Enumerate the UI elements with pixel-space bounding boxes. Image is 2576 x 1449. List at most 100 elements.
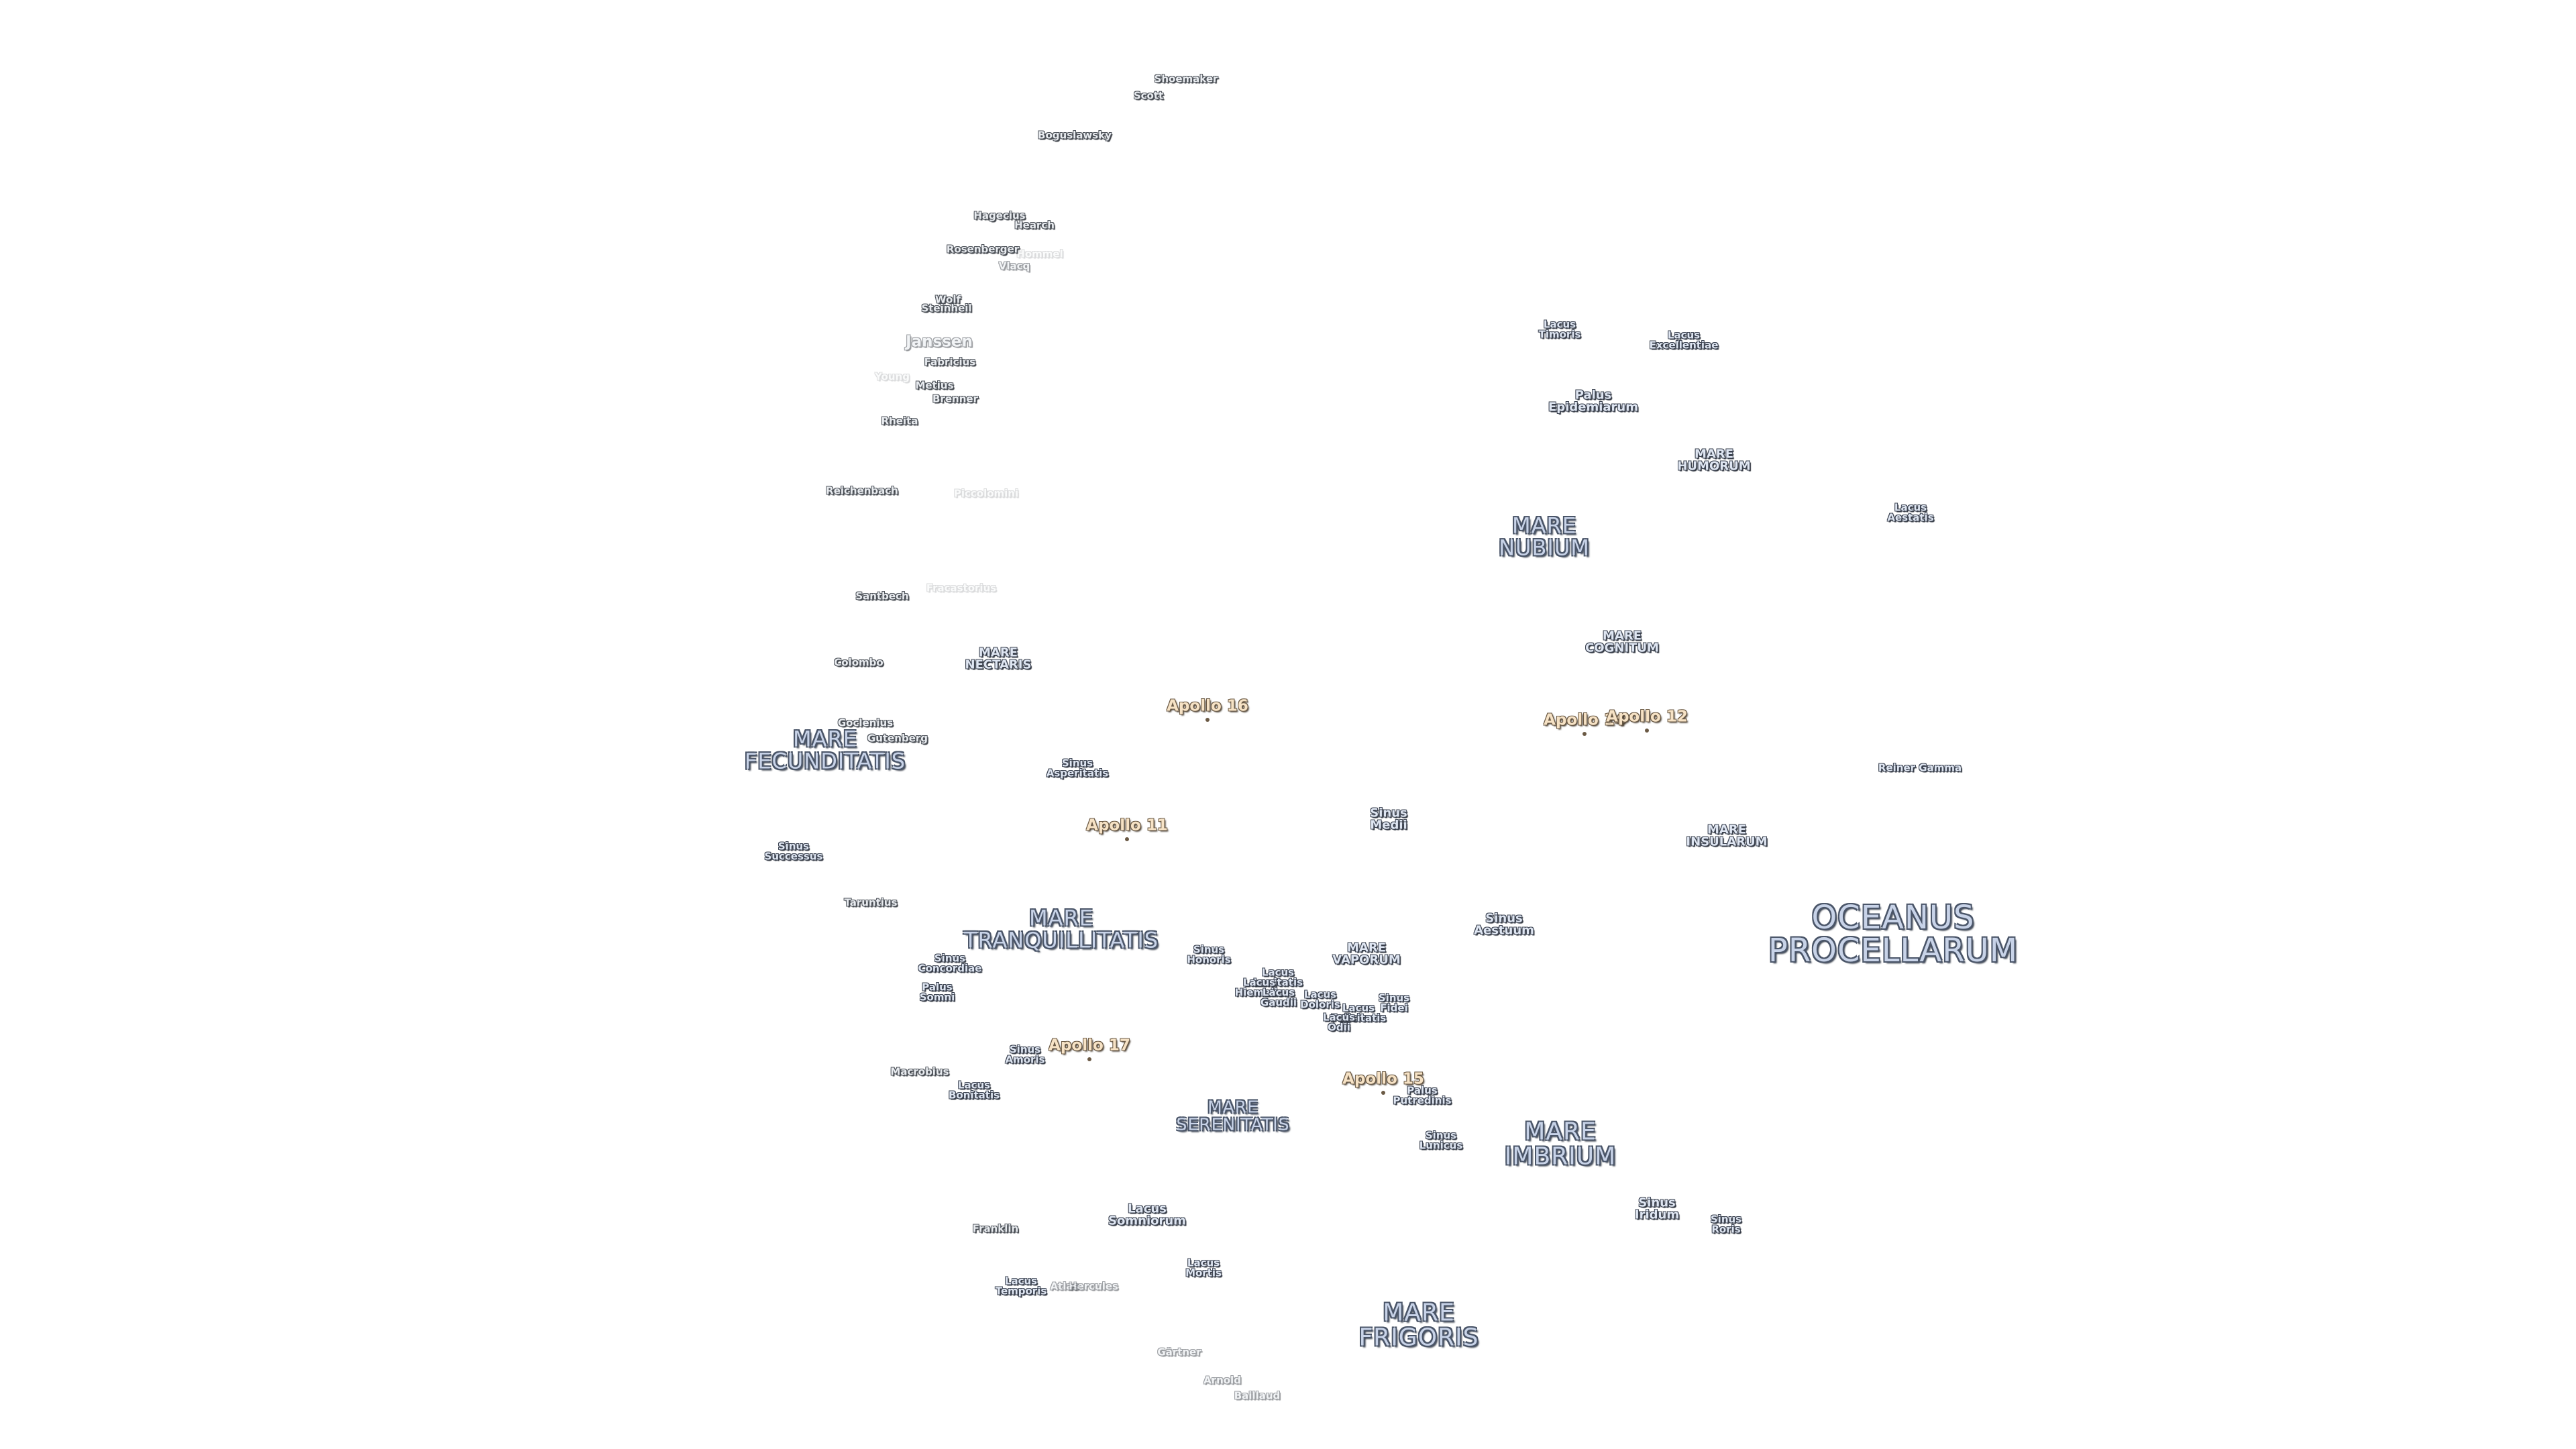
map-label-line: Lacus [1242, 976, 1276, 989]
map-label-reichenbach: Reichenbach [826, 486, 898, 496]
map-label-line: Scott [1133, 89, 1164, 102]
map-label-rheita: Rheita [881, 415, 918, 427]
map-label-line: MARE [1602, 629, 1642, 643]
map-label-line: IMBRIUM [1504, 1142, 1617, 1170]
map-label-line: Wolf [935, 293, 961, 306]
map-label-line: Epidemiarum [1548, 400, 1638, 415]
map-label-line: VAPORUM [1332, 953, 1401, 967]
map-label-line: Sinus [1638, 1195, 1676, 1210]
map-label-line: Rheita [881, 415, 918, 427]
map-label-line: Metius [915, 379, 954, 392]
map-label-line: Macrobius [890, 1065, 949, 1078]
map-label-line: MARE [1694, 447, 1733, 462]
map-label-fracastorius: Fracastorius [926, 583, 996, 594]
map-label-hercules: Hercules [1069, 1281, 1118, 1292]
map-label-line: Vlacq [998, 260, 1030, 272]
map-label-vlacq: Vlacq [998, 260, 1030, 272]
map-label-line: Apollo 12 [1606, 708, 1688, 726]
map-label-line: MARE [1383, 1299, 1455, 1327]
map-label-line: FRIGORIS [1358, 1324, 1479, 1351]
map-label-line: Felicitatis [1330, 1012, 1387, 1024]
map-label-line: Steinheil [921, 302, 972, 315]
map-label-line: Hearch [1014, 219, 1055, 231]
map-label-line: Doloris [1300, 999, 1340, 1011]
map-label-line: HUMORUM [1677, 460, 1751, 474]
map-label-line: Amoris [1005, 1054, 1045, 1066]
map-label-line: OCEANUS [1811, 899, 1975, 937]
map-label-line: Roris [1711, 1224, 1741, 1236]
map-label-line: Hagecius [973, 209, 1026, 222]
map-label-line: NUBIUM [1499, 535, 1590, 560]
map-label-line: Sinus [1009, 1043, 1041, 1056]
map-label-line: Excellentiae [1649, 339, 1719, 352]
map-label-macrobius: Macrobius [890, 1067, 949, 1077]
map-label-line: Honoris [1187, 954, 1231, 966]
map-label-line: Apollo 16 [1167, 697, 1248, 715]
map-label-line: Reichenbach [826, 484, 898, 497]
map-label-janssen: Janssen [906, 333, 973, 350]
map-label-line: Aestuum [1474, 924, 1534, 938]
map-label-arnold: Arnold [1203, 1375, 1241, 1386]
map-label-baillaud: Baillaud [1234, 1391, 1281, 1401]
map-label-apollo-15: Apollo 15 [1342, 1071, 1424, 1087]
map-label-reiner-gamma: Reiner Gamma [1878, 763, 1962, 773]
map-label-line: Santbech [855, 590, 909, 602]
map-label-hagecius: Hagecius [973, 211, 1025, 221]
map-label-taruntius: Taruntius [844, 898, 897, 908]
map-label-line: Atlas [1050, 1280, 1079, 1293]
map-label-line: Bonitatis [948, 1089, 1000, 1102]
map-label-santbech: Santbech [855, 590, 909, 602]
map-label-line: Mortis [1185, 1267, 1222, 1279]
map-label-apollo-17: Apollo 17 [1049, 1037, 1130, 1053]
map-label-line: Sinus [934, 952, 966, 965]
map-label-apollo-12: Apollo 12 [1606, 708, 1688, 726]
map-label-line: Lenitatis [1252, 977, 1303, 989]
map-label-line: INSULARUM [1686, 835, 1768, 849]
map-label-line: Lacus [1004, 1275, 1038, 1287]
map-label-line: Lacus [1128, 1201, 1167, 1216]
map-label-boguslawsky: Boguslawsky [1038, 129, 1112, 142]
map-label-line: Rosenberger [946, 243, 1020, 256]
map-label-line: Lacus [1667, 329, 1701, 341]
map-label-line: Lacus [957, 1079, 991, 1091]
map-label-line: Sinus [1485, 911, 1523, 926]
map-label-line: Lacus [1187, 1256, 1220, 1269]
map-label-line: Apollo 15 [1342, 1070, 1424, 1088]
map-label-rosenberger: Rosenberger [946, 243, 1020, 256]
map-label-line: Sinus [1061, 757, 1093, 769]
map-label-line: Shoemaker [1154, 72, 1218, 85]
map-label-line: Fidei [1380, 1002, 1408, 1014]
map-label-line: Medii [1370, 818, 1407, 833]
map-label-steinheil: Steinheil [921, 302, 972, 315]
map-label-shoemaker: Shoemaker [1154, 72, 1218, 85]
map-label-line: MARE [1347, 941, 1386, 955]
map-label-line: Palus [1407, 1084, 1438, 1097]
map-label-line: MARE [1208, 1097, 1258, 1117]
map-label-line: Gutenberg [867, 732, 928, 745]
map-label-hommel: Hommel [1016, 249, 1063, 260]
map-label-line: MARE [1029, 905, 1093, 931]
map-label-line: Colombo [834, 656, 883, 669]
map-label-line: COGNITUM [1585, 641, 1659, 655]
map-label-line: Boguslawsky [1038, 129, 1112, 142]
map-label-apollo-16: Apollo 16 [1167, 698, 1248, 714]
map-label-hearch: Hearch [1014, 219, 1055, 231]
